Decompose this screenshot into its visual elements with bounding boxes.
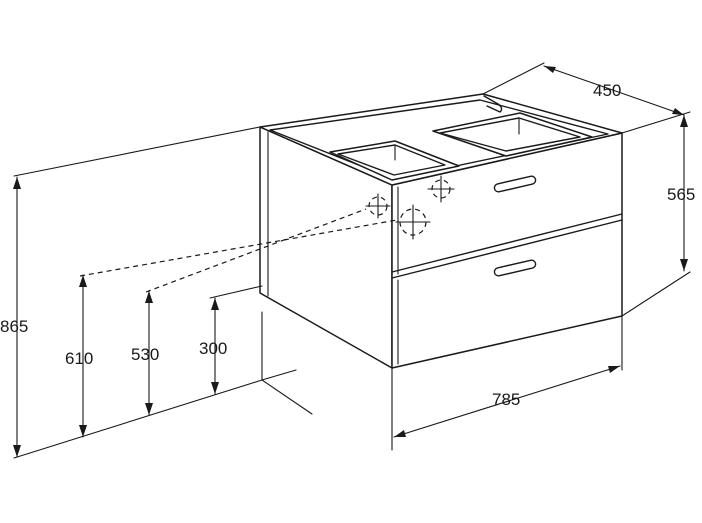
- drain-marker-lower: [395, 204, 431, 240]
- projection-lines: [79, 208, 398, 293]
- drawer-divider: [391, 213, 623, 273]
- drain-marker-upper: [427, 175, 455, 203]
- dimension-label-drain-530: 530: [131, 345, 159, 364]
- drawer-handle-top: [493, 175, 537, 193]
- drain-pipe: [483, 95, 503, 113]
- dimension-label-width: 785: [492, 390, 520, 409]
- dimension-overall-height: 865: [0, 176, 28, 458]
- dimension-label-drain-610: 610: [65, 349, 93, 368]
- dimension-width: 785: [393, 365, 621, 438]
- dimension-label-depth: 450: [593, 81, 621, 100]
- dimension-drain-300: 300: [199, 297, 227, 395]
- drain-marker-middle: [365, 193, 391, 219]
- dimension-label-front-height: 565: [667, 185, 695, 204]
- dimension-label-drain-300: 300: [199, 339, 227, 358]
- dimension-drain-610: 610: [65, 274, 93, 438]
- wall-outline: [261, 311, 313, 415]
- drain-hole-markers: [365, 175, 455, 240]
- drawer-tray-left: [329, 140, 460, 181]
- dimension-depth: 450: [543, 65, 685, 116]
- dimension-drain-530: 530: [131, 290, 159, 416]
- cabinet-body: [259, 93, 623, 369]
- dimension-label-overall-height: 865: [0, 317, 28, 336]
- extension-lines: [13, 62, 691, 459]
- dimension-front-height: 565: [667, 114, 695, 272]
- drawer-handle-bottom: [493, 259, 537, 277]
- drawer-tray-right: [432, 112, 593, 157]
